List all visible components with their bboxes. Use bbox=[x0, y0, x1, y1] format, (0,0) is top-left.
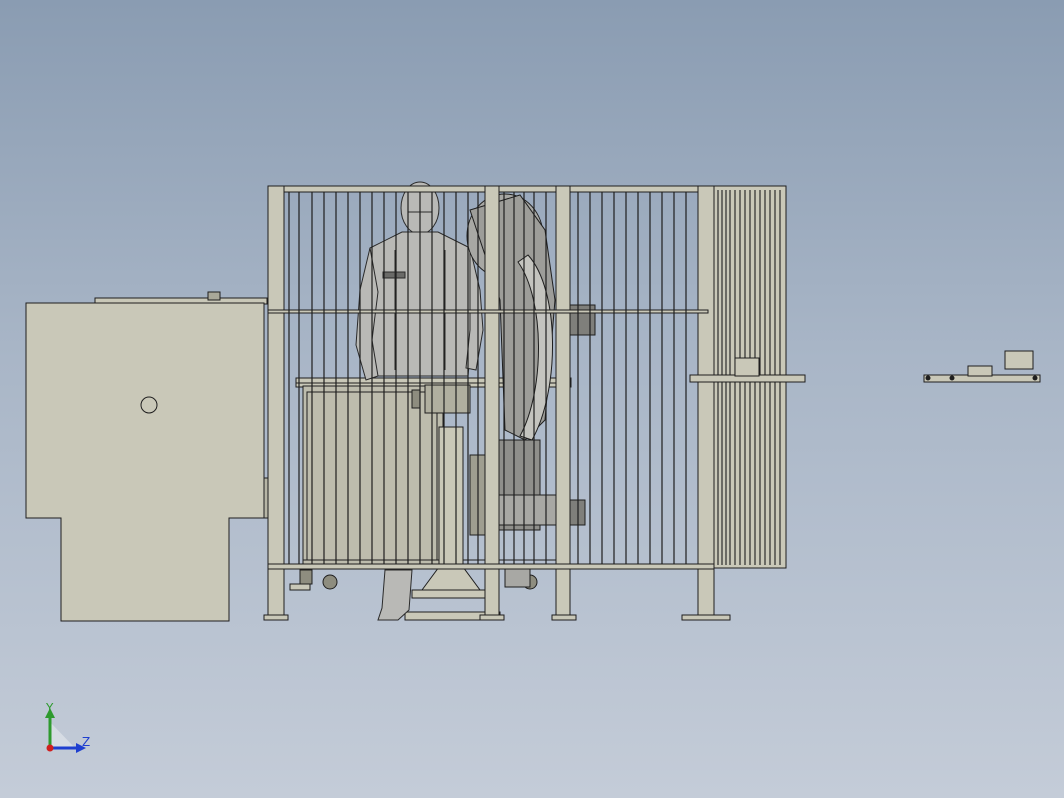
cabinet-hole-icon bbox=[140, 396, 158, 414]
left-cabinet[interactable] bbox=[25, 291, 270, 622]
y-axis-label: Y bbox=[45, 701, 54, 715]
coordinate-triad: Y Z bbox=[45, 701, 90, 753]
conveyor-rail bbox=[689, 350, 1041, 383]
triad-plane-icon bbox=[50, 722, 75, 748]
z-axis-label: Z bbox=[82, 735, 90, 749]
origin-dot-icon bbox=[46, 744, 54, 752]
safety-fence bbox=[263, 185, 731, 621]
pedestal bbox=[404, 426, 501, 621]
